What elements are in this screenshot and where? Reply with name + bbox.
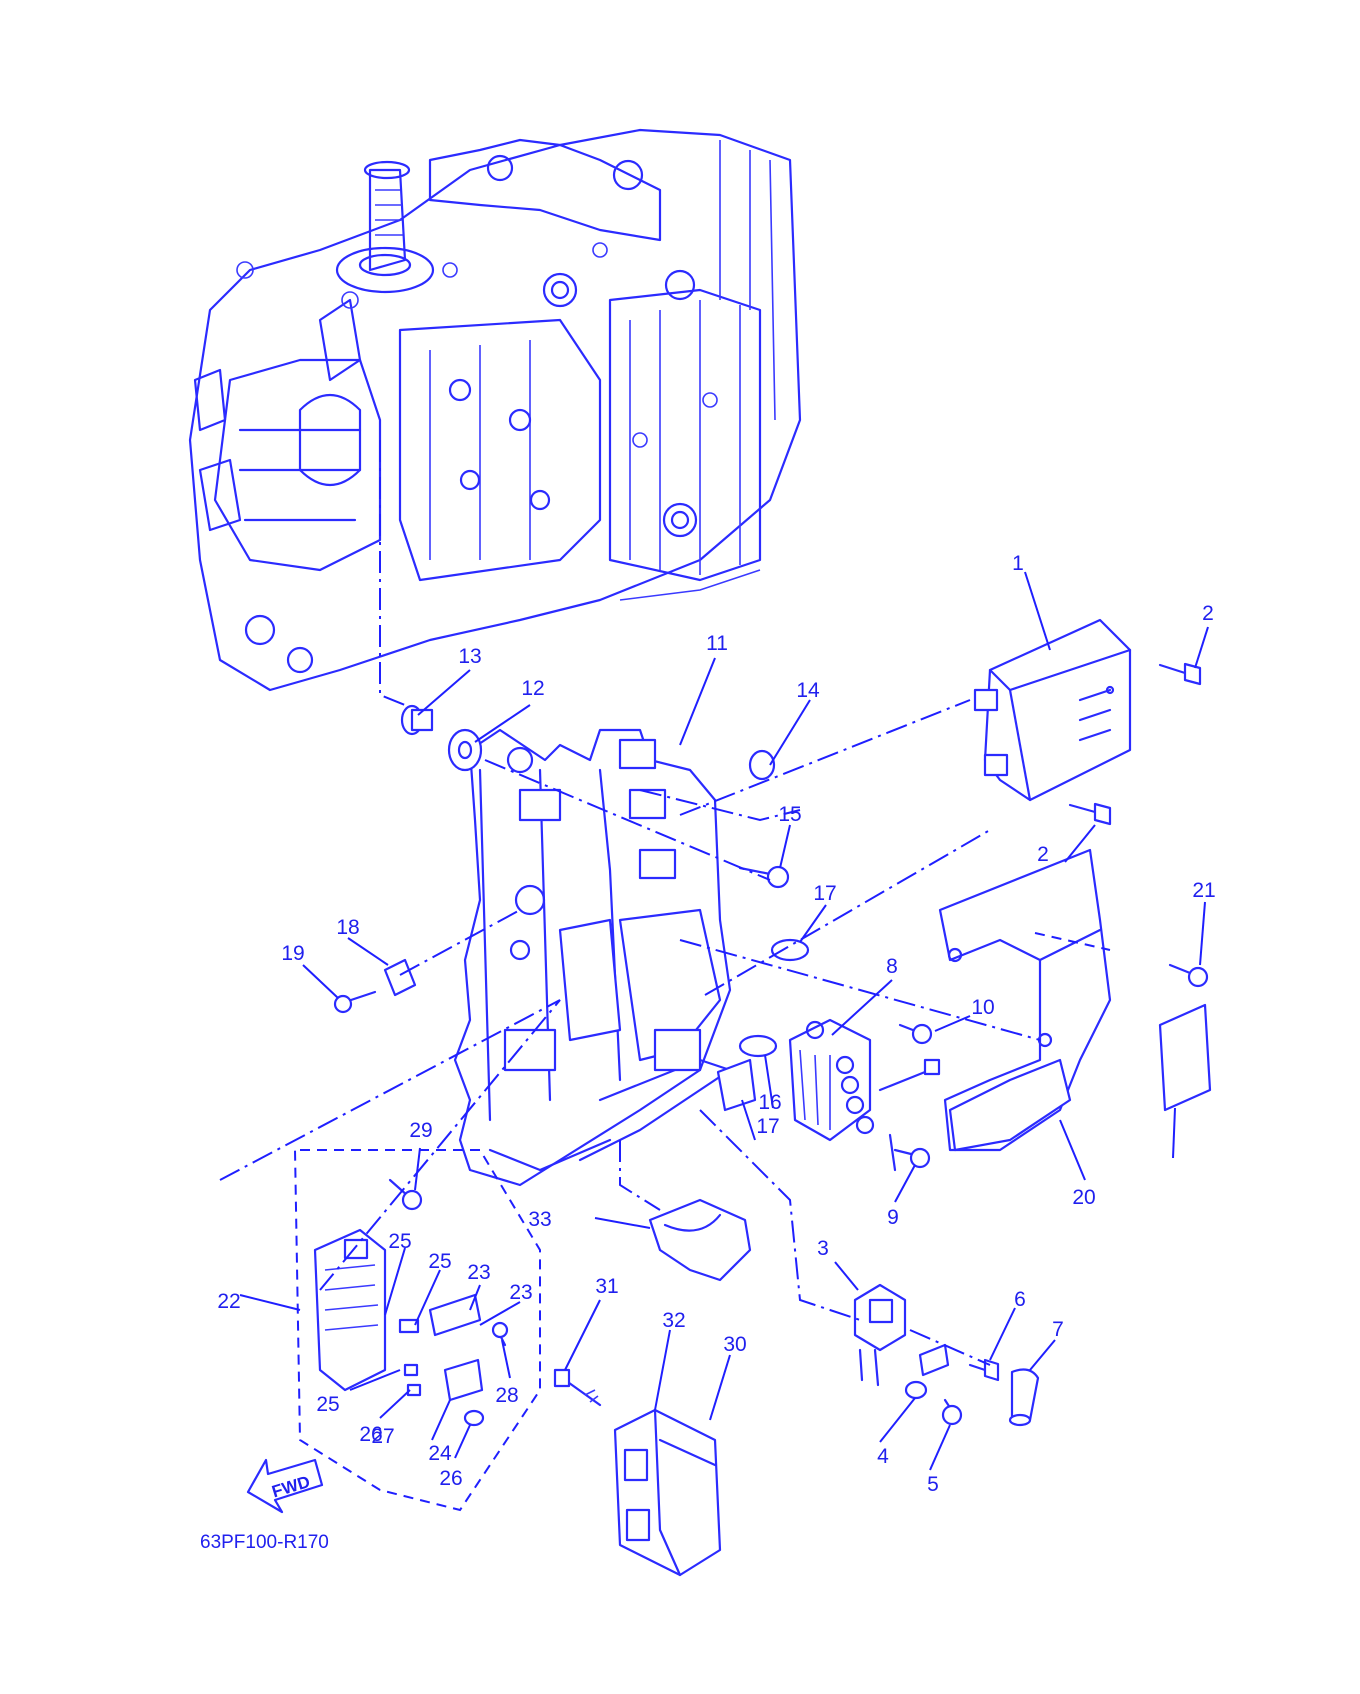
rectifier-drawing: [788, 1018, 941, 1172]
callout-10: 10: [971, 996, 994, 1019]
lower-right-parts-drawing: [853, 1283, 1040, 1427]
drawing-code: 63PF100-R170: [200, 1532, 329, 1553]
callout-2: 2: [1202, 602, 1214, 625]
sub-assembly-drawing: [294, 1149, 541, 1512]
callout-26: 26: [439, 1467, 462, 1490]
callout-numbers: 1223456789101112131415161717181920212223…: [217, 552, 1215, 1496]
callout-25: 25: [388, 1230, 411, 1253]
callout-30: 30: [723, 1333, 746, 1356]
callout-26: 26: [359, 1423, 382, 1446]
cover-drawing: [938, 848, 1112, 1152]
callout-6: 6: [1014, 1288, 1026, 1311]
callout-28: 28: [495, 1384, 518, 1407]
callout-25: 25: [316, 1393, 339, 1416]
callout-14: 14: [796, 679, 820, 702]
small-parts-drawing: [333, 662, 1212, 1169]
callout-3: 3: [817, 1237, 829, 1260]
cdi-unit-drawing: [973, 618, 1132, 802]
callout-7: 7: [1052, 1318, 1064, 1341]
callout-23: 23: [509, 1281, 532, 1304]
callout-16: 16: [758, 1091, 781, 1114]
callout-19: 19: [281, 942, 304, 965]
alignment-lines: [219, 440, 1111, 1366]
callout-17: 17: [756, 1115, 779, 1138]
forward-arrow: FWD: [246, 1458, 324, 1514]
callout-22: 22: [217, 1290, 240, 1313]
callout-27: 27: [371, 1425, 394, 1448]
callout-33: 33: [528, 1208, 551, 1231]
callout-15: 15: [778, 803, 801, 826]
callout-5: 5: [927, 1473, 939, 1496]
callout-4: 4: [877, 1445, 889, 1468]
callout-31: 31: [595, 1275, 618, 1298]
callout-17: 17: [813, 882, 836, 905]
main-bracket-drawing: [453, 728, 732, 1187]
callout-11: 11: [706, 632, 728, 655]
callout-24: 24: [428, 1442, 452, 1465]
callout-32: 32: [662, 1309, 685, 1332]
callout-9: 9: [887, 1206, 899, 1229]
callout-2: 2: [1037, 843, 1049, 866]
callout-29: 29: [409, 1119, 432, 1142]
callout-12: 12: [521, 677, 544, 700]
callout-8: 8: [886, 955, 898, 978]
leader-lines: [239, 571, 1209, 1471]
lower-parts-drawing: [553, 1198, 752, 1577]
callout-18: 18: [336, 916, 359, 939]
callout-21: 21: [1192, 879, 1215, 902]
engine-block-drawing: [188, 128, 802, 692]
callout-25: 25: [428, 1250, 451, 1273]
callout-1: 1: [1012, 552, 1024, 575]
callout-23: 23: [467, 1261, 490, 1284]
callout-20: 20: [1072, 1186, 1095, 1209]
callout-13: 13: [458, 645, 481, 668]
